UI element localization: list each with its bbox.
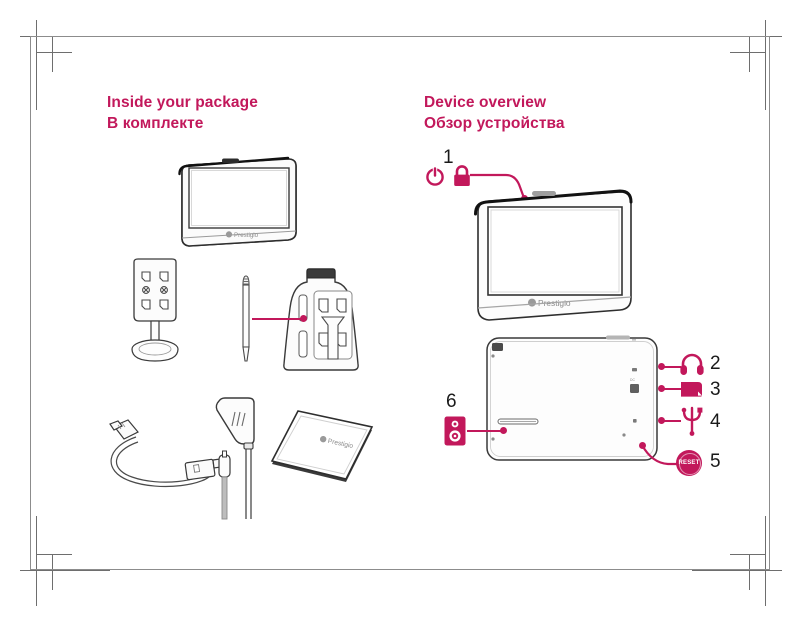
crop-mark xyxy=(36,52,72,53)
memory-card-icon xyxy=(679,379,705,399)
crop-mark xyxy=(36,554,72,555)
callout-number-6: 6 xyxy=(446,391,457,412)
package-section-title: Inside your package В комплекте xyxy=(107,92,258,134)
device-logo: Prestigio xyxy=(225,231,259,239)
usb-icon xyxy=(680,404,704,436)
callout-number-5: 5 xyxy=(710,451,721,472)
package-item-car-mount xyxy=(118,258,192,370)
crop-mark xyxy=(730,554,766,555)
callout-3-leader xyxy=(664,388,681,390)
callout-4-dot xyxy=(658,417,665,424)
device-front-view: Prestigio xyxy=(470,189,636,330)
crop-mark xyxy=(52,36,53,72)
callout-2-leader xyxy=(664,366,681,368)
crop-mark xyxy=(730,52,766,53)
speaker-icon xyxy=(443,415,467,447)
callout-1-leader xyxy=(470,172,540,206)
package-item-manual: Prestigio xyxy=(268,408,380,486)
crop-mark xyxy=(52,554,53,590)
callout-5-leader xyxy=(638,443,694,475)
package-title-ru: В комплекте xyxy=(107,115,204,132)
package-item-cradle xyxy=(278,265,364,373)
crop-mark xyxy=(20,570,110,571)
callout-number-2: 2 xyxy=(710,353,721,374)
package-item-car-charger xyxy=(205,395,275,520)
callout-6-leader xyxy=(467,430,505,432)
cradle-leader-dot xyxy=(300,315,307,322)
package-item-stylus xyxy=(238,273,254,365)
callout-3-dot xyxy=(658,385,665,392)
crop-mark xyxy=(692,570,782,571)
crop-mark xyxy=(765,516,766,606)
crop-mark xyxy=(765,20,766,110)
callout-number-3: 3 xyxy=(710,379,721,400)
crop-mark xyxy=(36,516,37,606)
callout-2-dot xyxy=(658,363,665,370)
headphone-icon xyxy=(679,352,705,378)
package-title-en: Inside your package xyxy=(107,94,258,111)
callout-4-leader xyxy=(664,420,681,422)
power-icon xyxy=(424,165,446,187)
lock-icon xyxy=(452,165,472,187)
device-back-view: DC xyxy=(484,335,660,463)
page-border xyxy=(30,36,770,570)
callout-number-4: 4 xyxy=(710,411,721,432)
svg-text:Prestigio: Prestigio xyxy=(234,232,259,239)
package-item-navigator-device: Prestigio xyxy=(176,156,302,258)
overview-title-en: Device overview xyxy=(424,94,547,111)
overview-section-title: Device overview Обзор устройства xyxy=(424,92,565,134)
crop-mark xyxy=(749,36,750,72)
crop-mark xyxy=(749,554,750,590)
cradle-leader-line xyxy=(252,318,304,320)
reset-badge-label: RESET xyxy=(678,460,700,466)
crop-mark xyxy=(36,20,37,110)
callout-6-dot xyxy=(500,427,507,434)
reset-button-icon: RESET xyxy=(676,450,702,476)
svg-text:DC: DC xyxy=(630,378,635,382)
overview-title-ru: Обзор устройства xyxy=(424,115,565,132)
callout-number-1: 1 xyxy=(443,147,454,168)
